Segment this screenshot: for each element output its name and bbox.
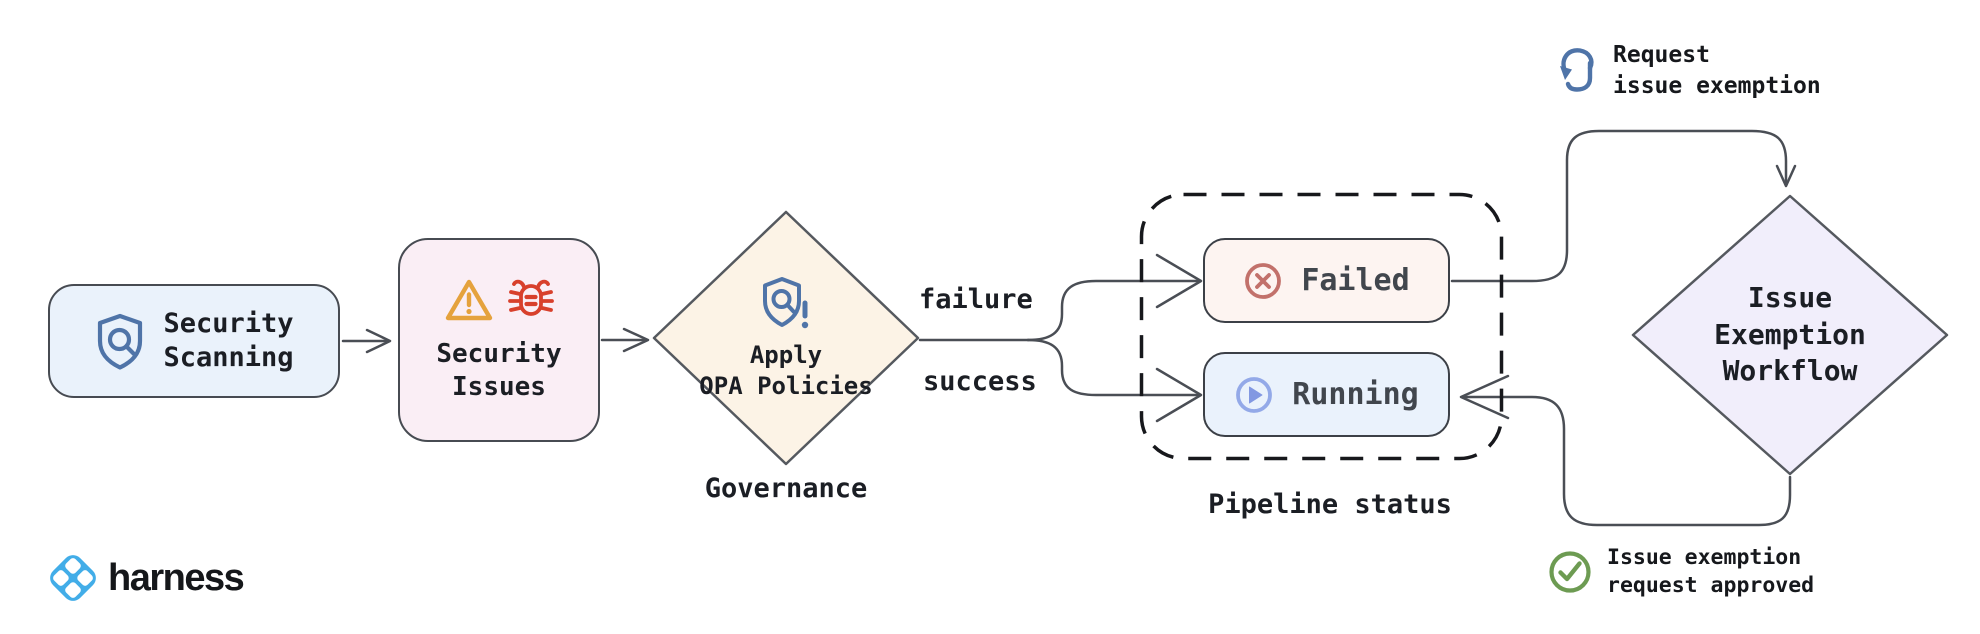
edge-failed-exemption xyxy=(1450,129,1788,283)
running-label: Running xyxy=(1292,376,1419,412)
arrowhead xyxy=(1775,164,1797,188)
circle-check-icon xyxy=(1549,551,1591,593)
shield-alert-icon xyxy=(763,276,809,329)
arrowhead xyxy=(1155,253,1203,309)
pipeline-status-caption: Pipeline status xyxy=(1208,489,1452,520)
issue-exemption-workflow-label: Issue Exemption Workflow xyxy=(1714,281,1866,388)
issue-exemption-workflow-node: Issue Exemption Workflow xyxy=(1675,258,1905,412)
governance-caption: Governance xyxy=(704,473,868,504)
warning-triangle-icon xyxy=(445,279,493,321)
apply-opa-policies-node: Apply OPA Policies xyxy=(666,246,906,432)
harness-logo: harness xyxy=(46,551,245,605)
approved-exemption-note: Issue exemption request approved xyxy=(1607,545,1815,599)
security-issues-label: Security Issues xyxy=(436,339,562,402)
arrowhead xyxy=(1459,374,1510,420)
arrowhead xyxy=(1155,367,1203,423)
failure-edge-label: failure xyxy=(919,284,1033,315)
exemption-diamond-shape xyxy=(1631,194,1949,476)
edge-success xyxy=(1026,338,1201,397)
pipeline-status-group-border xyxy=(1139,192,1504,461)
harness-mark-icon xyxy=(50,555,96,601)
running-status-node: Running xyxy=(1203,352,1450,437)
circle-play-icon xyxy=(1236,376,1273,413)
shield-search-icon xyxy=(98,313,143,370)
gesture-request-icon xyxy=(1560,48,1594,92)
edge-failure xyxy=(1026,279,1201,342)
request-exemption-note: Request issue exemption xyxy=(1613,42,1821,100)
bug-icon xyxy=(508,279,554,316)
security-issues-node: Security Issues xyxy=(398,238,600,442)
arrowhead xyxy=(365,328,392,354)
failed-status-node: Failed xyxy=(1203,238,1450,323)
apply-opa-policies-label: Apply OPA Policies xyxy=(699,340,873,400)
success-edge-label: success xyxy=(923,366,1037,397)
harness-logo-text: harness xyxy=(108,556,245,599)
security-issues-icons xyxy=(444,277,554,323)
failed-label: Failed xyxy=(1301,262,1410,298)
circle-x-icon xyxy=(1245,262,1282,299)
security-scanning-node: Security Scanning xyxy=(48,284,340,398)
arrowhead xyxy=(622,327,650,353)
security-scanning-label: Security Scanning xyxy=(163,308,294,373)
edge-exemption-running xyxy=(1462,395,1792,527)
opa-diamond-shape xyxy=(652,210,920,466)
